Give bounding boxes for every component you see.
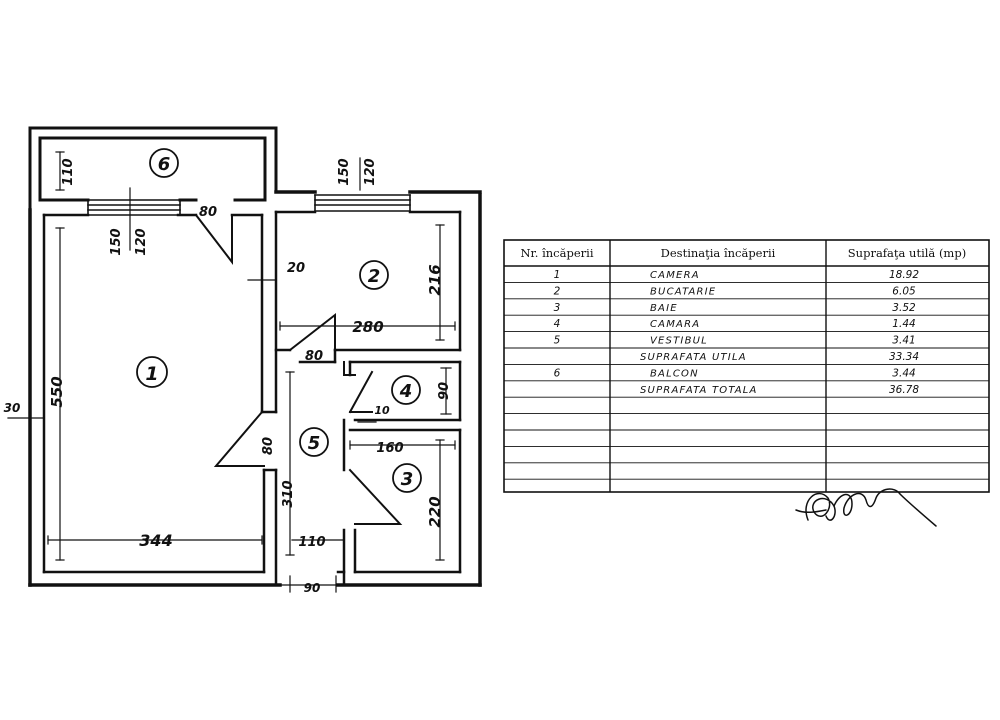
table-cell-destination: CAMARA — [650, 319, 700, 330]
dim-wall-30: 30 — [4, 401, 21, 415]
table-row: 5 VESTIBUL 3.41 — [554, 335, 916, 347]
dim-hall-310: 310 — [281, 480, 296, 507]
table-cell-nr: 1 — [554, 269, 561, 281]
table-frame — [503, 239, 990, 493]
table-row: 6 BALCON 3.44 — [554, 367, 916, 379]
dim-entrance-90: 90 — [304, 581, 321, 595]
dim-window-150-top: 150 — [337, 158, 352, 185]
table-cell-nr: 3 — [554, 302, 561, 314]
table-cell-area: 33.34 — [889, 351, 919, 363]
table-row: SUPRAFATA TOTALA 36.78 — [640, 384, 919, 396]
dim-bath-220: 220 — [426, 496, 444, 527]
interior-walls — [42, 210, 462, 587]
table-cell-destination: SUPRAFATA UTILA — [640, 352, 747, 363]
table-cell-nr: 6 — [554, 367, 561, 379]
room-number-5: 5 — [308, 433, 321, 454]
dim-pantry-90: 90 — [437, 382, 452, 400]
exterior-walls — [28, 190, 482, 587]
room-number-2: 2 — [368, 266, 381, 287]
dim-door-80-hall: 80 — [305, 349, 323, 364]
signature — [795, 488, 937, 527]
dim-balcony-depth: 110 — [61, 158, 76, 185]
dim-kitchen-216: 216 — [426, 264, 444, 295]
table-row: 4 CAMARA 1.44 — [554, 318, 916, 330]
table-row: 1 CAMERA 18.92 — [554, 269, 920, 281]
room-number-1: 1 — [145, 363, 158, 385]
table-cell-area: 18.92 — [889, 269, 919, 281]
room-number-4: 4 — [399, 381, 413, 402]
dimension-labels: 110 150 120 150 120 80 20 216 280 80 550… — [4, 158, 452, 595]
table-cell-area: 6.05 — [892, 285, 916, 297]
table-row-lines — [504, 281, 989, 480]
table-cell-area: 3.41 — [892, 335, 915, 347]
dim-window-120-top: 120 — [363, 158, 378, 185]
table-cell-destination: CAMERA — [650, 270, 700, 281]
room-number-6: 6 — [158, 154, 171, 175]
table-cell-area: 3.44 — [892, 367, 915, 379]
dim-bath-160: 160 — [376, 441, 403, 456]
table-cell-destination: BAIE — [650, 303, 678, 314]
dim-room1-550: 550 — [48, 376, 66, 407]
dimension-lines — [7, 151, 456, 593]
table-cell-area: 3.52 — [892, 302, 916, 314]
table-cell-destination: BUCATARIE — [650, 286, 716, 297]
table-header-destination: Destinaţia încăperii — [661, 246, 776, 260]
table-row: 3 BAIE 3.52 — [554, 302, 916, 314]
table-cell-destination: VESTIBUL — [650, 336, 708, 347]
room-circles — [136, 148, 422, 493]
floor-plan — [7, 126, 482, 593]
room-number-3: 3 — [401, 469, 414, 490]
table-header-area: Suprafaţa utilă (mp) — [848, 246, 966, 260]
table-cell-destination: BALCON — [650, 368, 699, 379]
table-cell-destination: SUPRAFATA TOTALA — [640, 385, 758, 396]
table-cell-nr: 2 — [554, 285, 561, 297]
window-balcony — [87, 199, 181, 216]
window-kitchen — [314, 194, 411, 212]
table-row: 2 BUCATARIE 6.05 — [554, 285, 916, 297]
dim-room1-344: 344 — [139, 531, 172, 550]
table-cell-area: 1.44 — [892, 318, 915, 330]
dim-wall-20: 20 — [287, 261, 305, 276]
table-rows: 1 CAMERA 18.92 2 BUCATARIE 6.05 3 BAIE 3.52 4 CAMA… — [554, 269, 920, 396]
room-table: Nr. încăperii Destinaţia încăperii Supra… — [503, 239, 990, 527]
dim-kitchen-280: 280 — [352, 318, 383, 336]
table-header-nr: Nr. încăperii — [520, 246, 593, 260]
dim-window-150-left: 150 — [109, 228, 124, 255]
table-cell-area: 36.78 — [889, 384, 919, 396]
balcony-walls — [28, 126, 278, 212]
dim-door-80-room1: 80 — [199, 205, 217, 220]
dim-wall-10: 10 — [374, 404, 390, 417]
dim-hall-110: 110 — [298, 535, 325, 550]
table-cell-nr: 5 — [554, 335, 561, 347]
table-row: SUPRAFATA UTILA 33.34 — [640, 351, 919, 363]
door-swings — [194, 213, 403, 525]
dim-door-80-diagonal: 80 — [261, 437, 276, 455]
dim-window-120-left: 120 — [134, 228, 149, 255]
table-cell-nr: 4 — [554, 318, 561, 330]
room-labels: 6 2 1 5 4 3 — [145, 154, 413, 490]
